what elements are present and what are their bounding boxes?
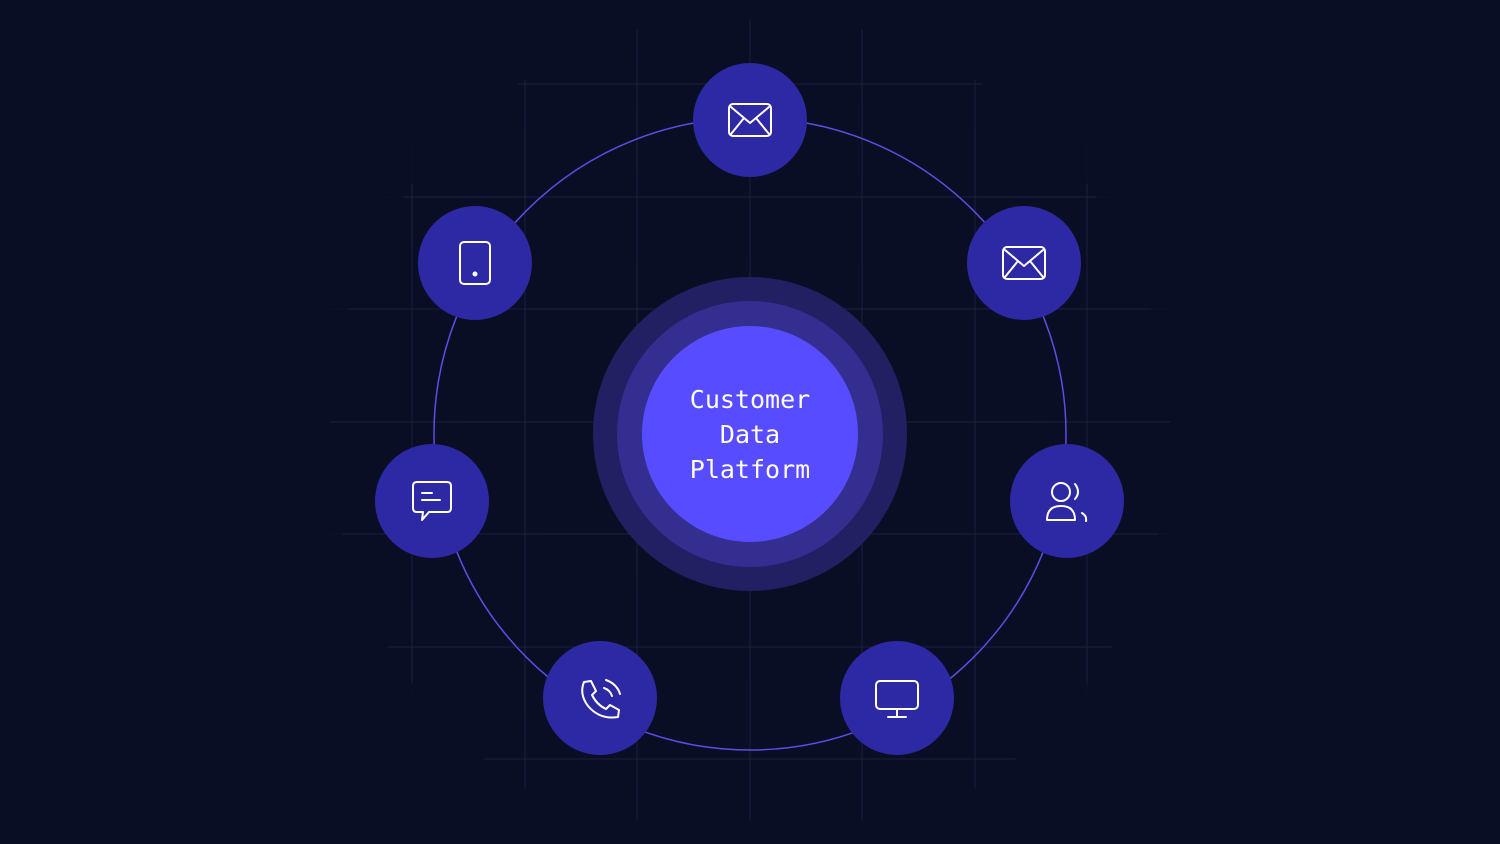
node-monitor[interactable]: [840, 641, 954, 755]
users-icon: [1046, 482, 1088, 522]
core-circle: [642, 326, 858, 542]
tablet-icon: [459, 241, 491, 285]
envelope-icon: [1002, 246, 1046, 280]
monitor-icon: [875, 680, 919, 718]
phone-call-icon: [581, 679, 621, 719]
envelope-icon: [728, 103, 772, 137]
core-label-line: Platform: [689, 454, 811, 484]
node-email-right[interactable]: [967, 206, 1081, 320]
chat-icon: [412, 481, 452, 521]
node-users[interactable]: [1010, 444, 1124, 558]
core-label: Customer Data Platform: [642, 326, 858, 542]
node-email-top[interactable]: [693, 63, 807, 177]
node-tablet[interactable]: [418, 206, 532, 320]
core-label-line: Data: [719, 419, 781, 449]
core-label-line: Customer: [689, 384, 811, 414]
node-phone[interactable]: [543, 641, 657, 755]
